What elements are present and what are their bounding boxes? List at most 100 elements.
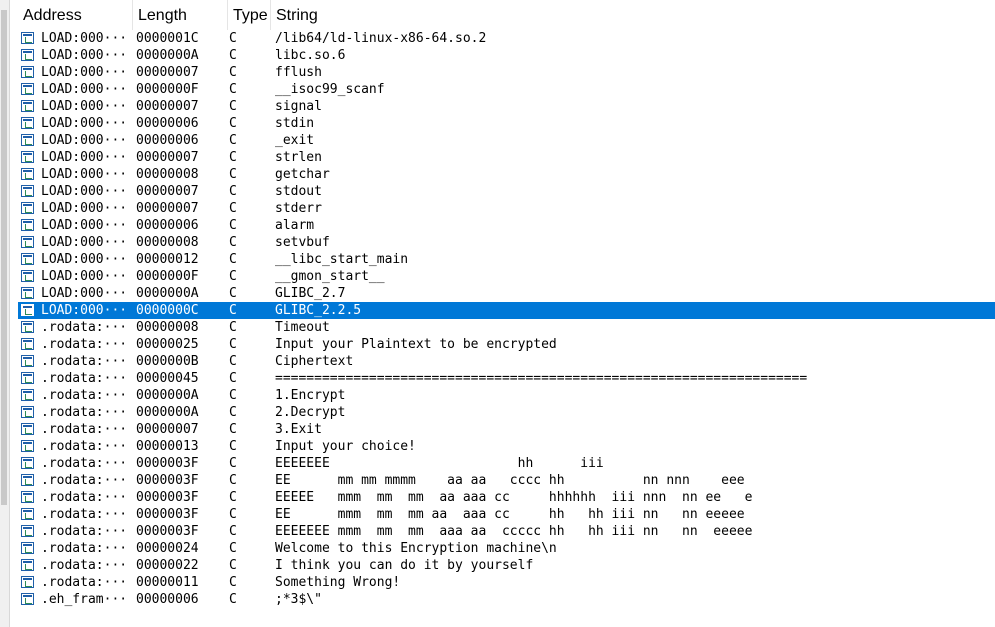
cell-string: EE mm mm mmmm aa aa cccc hh nn nnn eee: [275, 473, 745, 488]
cell-length: 0000000A: [136, 48, 199, 63]
string-entry-icon: [21, 406, 34, 418]
cell-type: C: [229, 116, 237, 131]
vertical-scrollbar[interactable]: [0, 0, 10, 627]
string-entry-icon: [21, 474, 34, 486]
cell-address: LOAD:000···: [41, 65, 128, 80]
column-header-address[interactable]: Address: [18, 0, 133, 30]
cell-string: Input your Plaintext to be encrypted: [275, 337, 557, 352]
cell-address: LOAD:000···: [41, 133, 128, 148]
cell-length: 00000006: [136, 218, 199, 233]
cell-string: __libc_start_main: [275, 252, 409, 267]
cell-address: LOAD:000···: [41, 235, 128, 250]
cell-address: LOAD:000···: [41, 218, 128, 233]
column-header-length[interactable]: Length: [133, 0, 228, 30]
cell-length: 00000025: [136, 337, 199, 352]
string-entry-icon: [21, 576, 34, 588]
cell-type: C: [229, 354, 237, 369]
cell-type: C: [229, 575, 237, 590]
cell-address: LOAD:000···: [41, 269, 128, 284]
cell-length: 00000006: [136, 592, 199, 607]
cell-string: strlen: [275, 150, 322, 165]
cell-type: C: [229, 388, 237, 403]
cell-string: getchar: [275, 167, 330, 182]
cell-string: signal: [275, 99, 322, 114]
cell-length: 0000003F: [136, 490, 199, 505]
cell-string: /lib64/ld-linux-x86-64.so.2: [275, 31, 487, 46]
cell-length: 00000022: [136, 558, 199, 573]
cell-type: C: [229, 184, 237, 199]
cell-address: .rodata:···: [41, 558, 128, 573]
column-header-type[interactable]: Type: [228, 0, 271, 30]
cell-address: .rodata:···: [41, 490, 128, 505]
cell-length: 0000003F: [136, 473, 199, 488]
cell-length: 00000008: [136, 320, 199, 335]
string-entry-icon: [21, 491, 34, 503]
cell-type: C: [229, 371, 237, 386]
cell-address: .rodata:···: [41, 422, 128, 437]
string-entry-icon: [21, 168, 34, 180]
string-entry-icon: [21, 185, 34, 197]
string-entry-icon: [21, 151, 34, 163]
cell-address: .rodata:···: [41, 456, 128, 471]
cell-length: 00000008: [136, 235, 199, 250]
cell-type: C: [229, 439, 237, 454]
column-header-string[interactable]: String: [276, 7, 318, 24]
cell-type: C: [229, 405, 237, 420]
cell-string: _exit: [275, 133, 315, 148]
scrollbar-thumb[interactable]: [1, 10, 7, 505]
cell-string: fflush: [275, 65, 322, 80]
cell-length: 00000007: [136, 422, 199, 437]
cell-address: .rodata:···: [41, 405, 128, 420]
cell-length: 00000007: [136, 150, 199, 165]
string-entry-icon: [21, 355, 34, 367]
cell-length: 00000013: [136, 439, 199, 454]
cell-string: EE mmm mm mm aa aaa cc hh hh iii nn nn e…: [275, 507, 745, 522]
cell-string: GLIBC_2.2.5: [275, 303, 362, 318]
string-entry-icon: [21, 32, 34, 44]
cell-string: ========================================…: [275, 371, 808, 386]
cell-type: C: [229, 235, 237, 250]
cell-address: .rodata:···: [41, 354, 128, 369]
cell-address: LOAD:000···: [41, 286, 128, 301]
cell-string: ;*3$\": [275, 592, 322, 607]
cell-address: .rodata:···: [41, 473, 128, 488]
cell-string: GLIBC_2.7: [275, 286, 346, 301]
cell-type: C: [229, 48, 237, 63]
string-entry-icon: [21, 372, 34, 384]
string-entry-icon: [21, 270, 34, 282]
